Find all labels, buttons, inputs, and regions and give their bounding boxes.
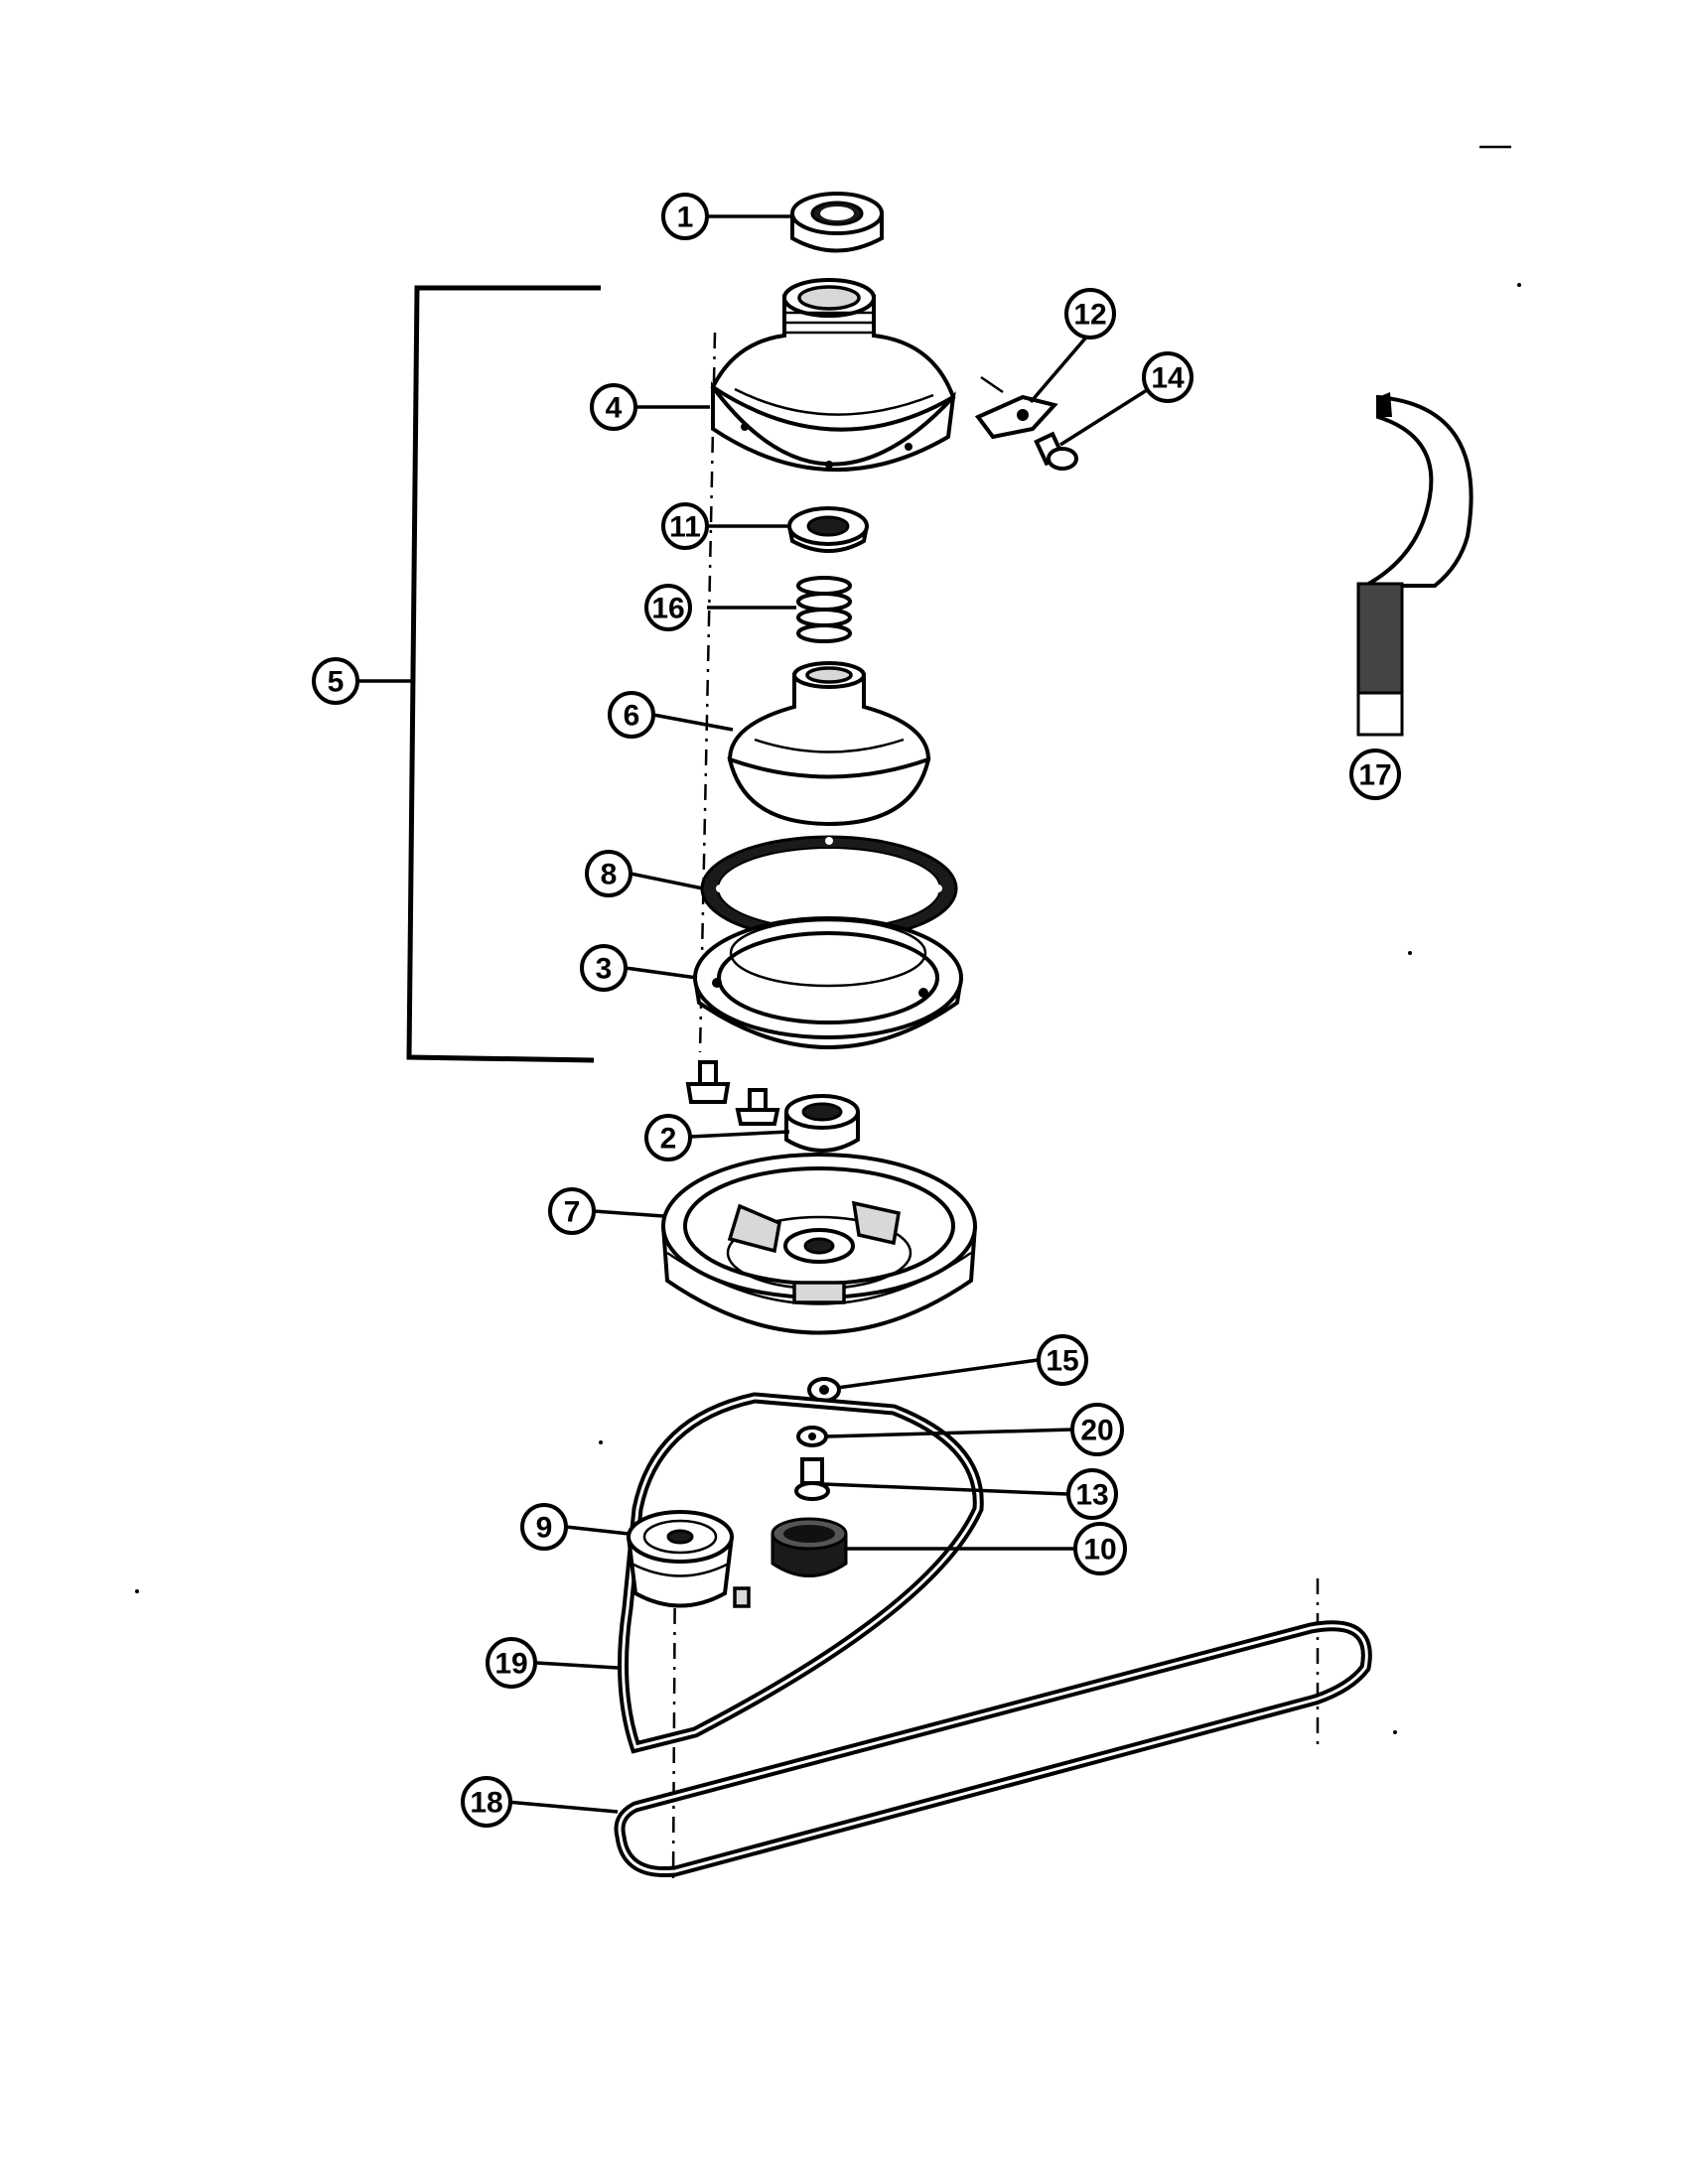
- callout-7-label: 7: [564, 1196, 581, 1229]
- part-screw: [794, 1457, 830, 1501]
- part-spring: [796, 576, 852, 643]
- center-axis-lower: [671, 1538, 677, 1882]
- callout-14: 14: [1142, 351, 1193, 403]
- callout-10-label: 10: [1083, 1534, 1116, 1567]
- callout-7: 7: [548, 1187, 596, 1235]
- callout-1: 1: [661, 193, 709, 240]
- part-belt-outer: [614, 1620, 1372, 1878]
- callout-20: 20: [1070, 1403, 1124, 1456]
- callout-8-label: 8: [601, 859, 618, 891]
- callout-13-label: 13: [1075, 1479, 1108, 1512]
- part-bracket: [974, 375, 1058, 440]
- part-bolt: [1034, 431, 1078, 471]
- callout-9-label: 9: [536, 1512, 553, 1545]
- part-bearing-bottom: [784, 1094, 860, 1153]
- callout-16: 16: [644, 584, 692, 631]
- callout-19: 19: [486, 1637, 537, 1689]
- assembly-bracket: [406, 285, 601, 1063]
- callout-17-label: 17: [1358, 759, 1391, 792]
- callout-2: 2: [644, 1114, 692, 1161]
- callout-16-label: 16: [651, 593, 684, 625]
- callout-12: 12: [1064, 288, 1116, 340]
- callout-18-label: 18: [470, 1787, 502, 1820]
- callout-5: 5: [312, 657, 359, 705]
- callout-11-label: 11: [669, 511, 701, 544]
- part-clip: [807, 1377, 841, 1403]
- part-belt-inner: [618, 1392, 984, 1754]
- callout-18: 18: [461, 1776, 512, 1828]
- callout-15-label: 15: [1046, 1345, 1078, 1378]
- part-washer: [796, 1426, 828, 1447]
- callout-6: 6: [608, 691, 655, 739]
- part-housing-top: [710, 278, 956, 473]
- callout-5-label: 5: [328, 666, 345, 699]
- scan-speck: [1517, 283, 1521, 287]
- leader-lines: [505, 214, 1148, 1814]
- callout-3-label: 3: [596, 953, 613, 986]
- part-spanner-wrench: [1356, 392, 1474, 737]
- callout-9: 9: [520, 1503, 568, 1551]
- part-ring-base: [693, 916, 963, 1049]
- callout-12-label: 12: [1073, 299, 1106, 332]
- callout-8: 8: [585, 850, 632, 897]
- callout-2-label: 2: [660, 1123, 677, 1156]
- scan-speck: [599, 1440, 603, 1444]
- callout-4: 4: [590, 383, 637, 431]
- center-axis: [698, 332, 717, 1053]
- scan-speck: [135, 1589, 139, 1593]
- callout-20-label: 20: [1080, 1415, 1113, 1447]
- callout-1-label: 1: [677, 202, 694, 234]
- callout-10: 10: [1073, 1522, 1127, 1575]
- callout-19-label: 19: [494, 1648, 527, 1681]
- scan-speck: [1393, 1730, 1397, 1734]
- callout-3: 3: [580, 944, 628, 992]
- callout-15: 15: [1037, 1334, 1088, 1386]
- callout-14-label: 14: [1151, 362, 1185, 395]
- part-seal: [787, 506, 869, 553]
- callout-17: 17: [1349, 749, 1401, 800]
- callout-13: 13: [1066, 1468, 1118, 1520]
- part-pulley-large: [661, 1153, 977, 1335]
- part-bearing-top: [790, 192, 884, 253]
- part-clutch-cone: [727, 661, 931, 827]
- part-screws: [685, 1060, 780, 1126]
- scan-speck: [1408, 951, 1412, 955]
- callout-6-label: 6: [624, 700, 640, 733]
- callout-11: 11: [661, 502, 709, 550]
- part-collar: [771, 1517, 848, 1577]
- part-pulley-motor: [627, 1510, 751, 1608]
- callout-4-label: 4: [606, 392, 623, 425]
